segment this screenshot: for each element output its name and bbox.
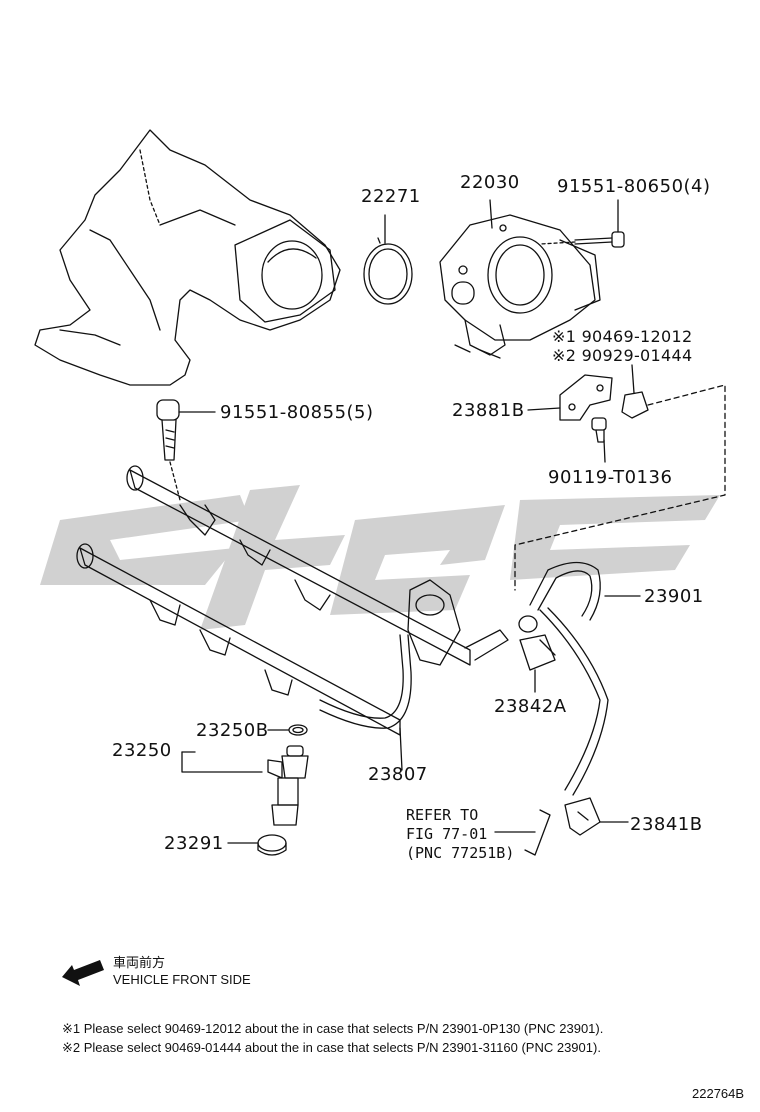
part-label-90119-T0136[interactable]: 90119-T0136	[548, 467, 673, 488]
throttle-body-22030	[439, 199, 601, 359]
part-label-23250B[interactable]: 23250B	[196, 720, 269, 741]
figure-id: 222764B	[692, 1086, 745, 1101]
bracket-23881B	[527, 374, 613, 421]
insulator-23291	[227, 834, 287, 856]
part-label-23291[interactable]: 23291	[164, 833, 224, 854]
vehicle-front-arrow-icon	[62, 960, 104, 986]
hose-23901	[518, 561, 641, 796]
part-label-22271[interactable]: 22271	[361, 186, 421, 207]
intake-manifold	[34, 129, 341, 386]
o-ring-23250B	[267, 724, 308, 736]
bolt-91551-80650	[539, 199, 625, 248]
fuel-injector-23250	[181, 745, 309, 826]
part-label-90929-01444[interactable]: ※2 90929-01444	[552, 346, 693, 365]
direction-english: VEHICLE FRONT SIDE	[113, 972, 251, 987]
part-label-23842A[interactable]: 23842A	[494, 696, 567, 717]
part-label-91551-80650[interactable]: 91551-80650(4)	[557, 176, 711, 197]
part-label-23901[interactable]: 23901	[644, 586, 704, 607]
watermark-logo	[40, 485, 720, 630]
refer-line-3: (PNC 77251B)	[406, 844, 515, 862]
connector-23842A	[519, 634, 556, 693]
connector-23841B	[494, 797, 629, 856]
refer-line-1: REFER TO	[406, 806, 479, 824]
gasket-22271	[363, 214, 413, 305]
bolt-90119	[591, 417, 607, 463]
part-label-23250[interactable]: 23250	[112, 740, 172, 761]
part-label-91551-80855[interactable]: 91551-80855(5)	[220, 402, 374, 423]
note-2: ※2 Please select 90469-01444 about the i…	[62, 1040, 601, 1055]
part-label-90469-12012[interactable]: ※1 90469-12012	[552, 327, 693, 346]
fuel-hose-23807	[319, 634, 412, 771]
part-label-23841B[interactable]: 23841B	[630, 814, 703, 835]
part-label-22030[interactable]: 22030	[460, 172, 520, 193]
bolt-91551-80855	[156, 399, 216, 501]
note-1: ※1 Please select 90469-12012 about the i…	[62, 1021, 604, 1036]
part-label-23881B[interactable]: 23881B	[452, 400, 525, 421]
direction-japanese: 車両前方	[113, 955, 166, 970]
part-label-23807[interactable]: 23807	[368, 764, 428, 785]
clip-90469	[514, 364, 726, 591]
refer-line-2[interactable]: FIG 77-01	[406, 825, 488, 843]
